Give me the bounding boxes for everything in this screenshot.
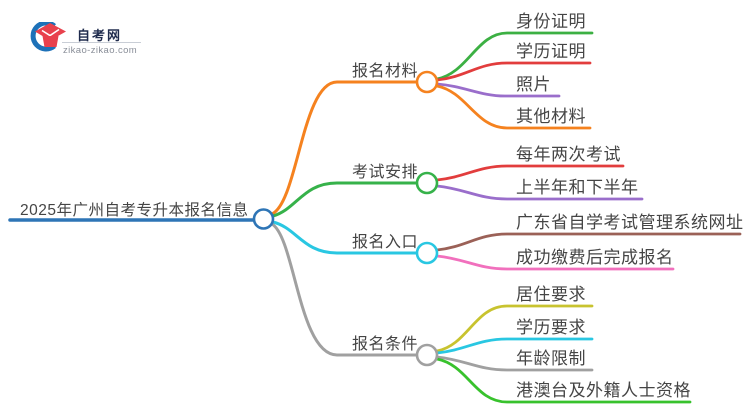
edge-branch-portal (271, 220, 418, 255)
edge-child-hk-macao-taiwan (435, 357, 692, 404)
child-other-materials-label[interactable]: 其他材料 (516, 107, 586, 126)
edge-child-photo (435, 82, 561, 98)
edge-child-half-years (435, 184, 644, 201)
child-payment-complete-label[interactable]: 成功缴费后完成报名 (516, 248, 674, 267)
edge-child-payment-complete (435, 254, 675, 271)
edge-branch-schedule (271, 181, 418, 218)
root-node-label[interactable]: 2025年广州自考专升本报名信息 (20, 202, 249, 219)
child-twice-yearly-label[interactable]: 每年两次考试 (516, 145, 621, 164)
branch-schedule-label[interactable]: 考试安排 (352, 164, 419, 181)
branch-schedule-handle[interactable] (415, 171, 439, 195)
edge-branch-materials (270, 80, 418, 216)
child-photo-label[interactable]: 照片 (516, 75, 551, 94)
root-node-handle[interactable] (252, 208, 275, 230)
branch-requirements-handle[interactable] (415, 343, 439, 367)
child-id-proof-label[interactable]: 身份证明 (516, 12, 586, 31)
edge-child-system-url (435, 232, 742, 252)
logo[interactable]: 自考网 zikao-zikao.com (30, 12, 160, 62)
edge-child-age-limit (435, 355, 594, 372)
edge-child-residence (435, 304, 594, 353)
logo-domain: zikao-zikao.com (63, 45, 138, 56)
child-age-limit-label[interactable]: 年龄限制 (516, 349, 586, 368)
branch-portal-label[interactable]: 报名入口 (352, 234, 419, 251)
edge-child-other-materials (435, 84, 592, 130)
branch-requirements-label[interactable]: 报名条件 (352, 336, 419, 353)
edge-child-twice-yearly (435, 164, 625, 182)
logo-divider (62, 42, 141, 43)
edge-child-education-req (435, 337, 594, 355)
branch-materials-handle[interactable] (415, 70, 439, 94)
edge-child-education-proof (435, 61, 592, 82)
branch-portal-handle[interactable] (415, 241, 439, 265)
edge-child-id-proof (435, 31, 594, 81)
child-residence-label[interactable]: 居住要求 (516, 285, 586, 304)
child-education-req-label[interactable]: 学历要求 (516, 318, 586, 337)
child-hk-macao-taiwan-label[interactable]: 港澳台及外籍人士资格 (516, 381, 691, 400)
graduation-cap-icon (30, 22, 66, 52)
child-half-years-label[interactable]: 上半年和下半年 (516, 178, 639, 197)
child-system-url-label[interactable]: 广东省自学考试管理系统网址 (516, 213, 744, 232)
edge-branch-requirements (270, 222, 418, 357)
child-education-proof-label[interactable]: 学历证明 (516, 42, 586, 61)
logo-title: 自考网 (77, 28, 123, 43)
branch-materials-label[interactable]: 报名材料 (352, 63, 419, 80)
